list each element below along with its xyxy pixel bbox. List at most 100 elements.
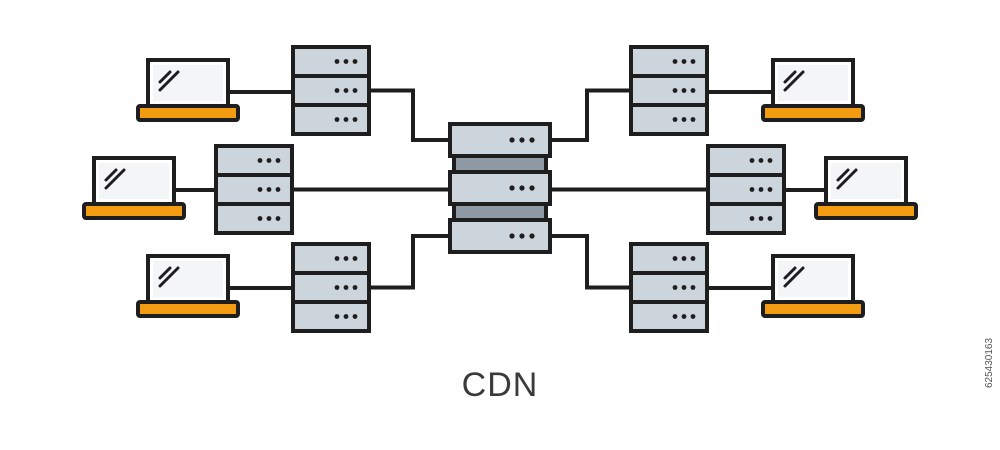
server-led-dot: [681, 314, 687, 319]
laptop-base: [814, 202, 918, 220]
server-led-dot: [275, 187, 281, 192]
server-unit: [629, 271, 709, 304]
server-led-dot: [257, 158, 263, 163]
server-led-dot: [343, 256, 349, 261]
server-led-dot: [352, 256, 358, 261]
server-unit: [448, 218, 552, 254]
screen-glare: [836, 168, 850, 182]
edge-server-icon: [629, 242, 709, 333]
server-led-dot: [334, 88, 340, 93]
edge-server-icon: [706, 144, 786, 235]
edge-server-icon: [291, 242, 371, 333]
server-led-dot: [758, 158, 764, 163]
laptop-icon: [136, 254, 240, 318]
screen-glare: [158, 266, 172, 280]
screen-glare: [158, 70, 180, 92]
server-led-dot: [681, 256, 687, 261]
server-led-dot: [529, 185, 535, 191]
server-unit: [291, 242, 371, 275]
laptop-display: [99, 163, 169, 199]
screen-glare: [158, 266, 180, 288]
server-led-dot: [749, 216, 755, 221]
server-unit: [448, 170, 552, 206]
link-line: [550, 234, 631, 290]
screen-glare: [836, 168, 858, 190]
stock-id-watermark: 625430163: [984, 337, 995, 388]
server-unit: [291, 45, 371, 78]
server-unit: [629, 74, 709, 107]
screen-glare: [783, 70, 797, 84]
screen-glare: [158, 70, 172, 84]
screen-glare: [104, 168, 118, 182]
server-led-dot: [681, 59, 687, 64]
server-led-dot: [334, 314, 340, 319]
server-led-dot: [758, 216, 764, 221]
server-led-dot: [257, 187, 263, 192]
laptop-icon: [761, 254, 865, 318]
network-links: [174, 88, 826, 290]
screen-glare: [783, 266, 797, 280]
server-unit: [629, 300, 709, 333]
server-led-dot: [509, 185, 515, 191]
server-led-dot: [749, 187, 755, 192]
laptop-icon: [136, 58, 240, 122]
link-line: [550, 88, 631, 142]
server-led-dot: [681, 117, 687, 122]
server-unit: [629, 45, 709, 78]
screen-glare: [783, 266, 805, 288]
server-unit: [706, 144, 786, 177]
server-led-dot: [266, 158, 272, 163]
server-led-dot: [352, 314, 358, 319]
server-led-dot: [275, 158, 281, 163]
laptop-icon: [761, 58, 865, 122]
server-led-dot: [352, 285, 358, 290]
server-unit: [214, 144, 294, 177]
server-unit: [448, 122, 552, 158]
server-unit: [291, 300, 371, 333]
server-led-dot: [672, 117, 678, 122]
laptop-base: [136, 104, 240, 122]
server-led-dot: [343, 88, 349, 93]
laptop-base: [136, 300, 240, 318]
server-led-dot: [275, 216, 281, 221]
central-server-icon: [448, 122, 552, 254]
laptop-display: [153, 261, 223, 297]
server-led-dot: [749, 158, 755, 163]
server-led-dot: [509, 233, 515, 239]
laptop-icon: [82, 156, 186, 220]
server-led-dot: [352, 117, 358, 122]
server-led-dot: [257, 216, 263, 221]
server-unit: [291, 271, 371, 304]
server-led-dot: [690, 88, 696, 93]
server-led-dot: [334, 285, 340, 290]
edge-server-icon: [629, 45, 709, 136]
server-unit: [629, 103, 709, 136]
laptop-icon: [814, 156, 918, 220]
server-led-dot: [672, 59, 678, 64]
server-led-dot: [690, 314, 696, 319]
server-led-dot: [690, 256, 696, 261]
server-led-dot: [672, 285, 678, 290]
server-led-dot: [767, 158, 773, 163]
server-led-dot: [529, 233, 535, 239]
server-led-dot: [519, 137, 525, 143]
laptop-display: [153, 65, 223, 101]
server-led-dot: [334, 117, 340, 122]
network-nodes: [82, 45, 918, 333]
server-led-dot: [352, 59, 358, 64]
server-led-dot: [334, 256, 340, 261]
server-led-dot: [690, 285, 696, 290]
server-led-dot: [672, 88, 678, 93]
server-led-dot: [343, 285, 349, 290]
link-line: [369, 234, 450, 290]
server-led-dot: [529, 137, 535, 143]
laptop-base: [761, 300, 865, 318]
server-led-dot: [266, 187, 272, 192]
laptop-base: [761, 104, 865, 122]
edge-server-icon: [291, 45, 371, 136]
laptop-display: [778, 261, 848, 297]
server-unit: [706, 173, 786, 206]
server-led-dot: [672, 314, 678, 319]
server-unit: [706, 202, 786, 235]
